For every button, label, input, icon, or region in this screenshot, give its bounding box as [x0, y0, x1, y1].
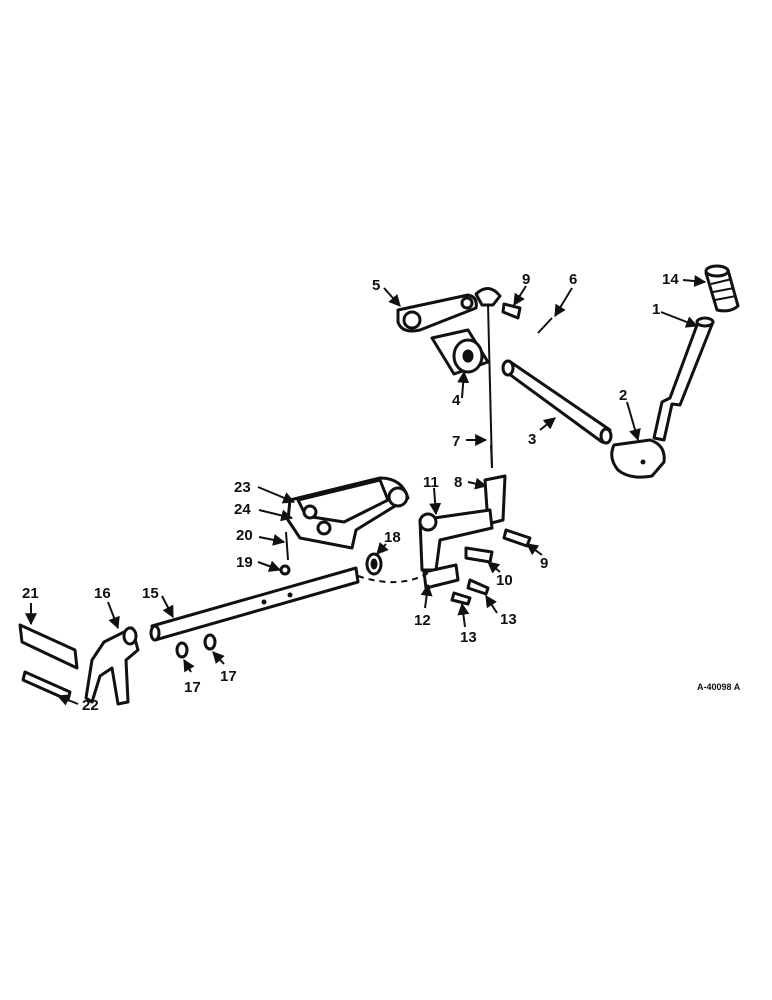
part-spring-pin: [537, 317, 553, 334]
callout-13-right: 13: [500, 611, 517, 628]
callout-18: 18: [384, 529, 401, 546]
callout-17-left: 17: [184, 679, 201, 696]
part-rod: [501, 359, 613, 445]
callout-13-left: 13: [460, 629, 477, 646]
part-rings: [175, 633, 217, 659]
callout-6: 6: [569, 271, 577, 288]
callout-21: 21: [22, 585, 39, 602]
callout-2: 2: [619, 387, 627, 404]
callout-17-right: 17: [220, 668, 237, 685]
callout-24: 24: [234, 501, 251, 518]
part-ball: [279, 564, 291, 576]
callout-16: 16: [94, 585, 111, 602]
part-plate-lower: [21, 670, 72, 702]
assembly-path: [357, 571, 431, 584]
callout-7: 7: [452, 433, 460, 450]
part-washer: [365, 552, 383, 576]
part-shift-lever: [652, 316, 715, 442]
part-bracket: [286, 476, 410, 550]
callout-23: 23: [234, 479, 251, 496]
drawing-code: A-40098 A: [697, 682, 741, 692]
part-bellcrank: [418, 508, 494, 572]
part-knob: [704, 264, 740, 313]
part-control-rod: [474, 287, 502, 469]
part-link: [422, 563, 460, 590]
part-arm: [396, 293, 478, 333]
callout-19: 19: [236, 554, 253, 571]
callout-labels: 1 2 3 4 5 6 7 8 9 9 10 11 12 13 13 14 15…: [22, 271, 741, 714]
callout-4: 4: [452, 392, 461, 409]
callout-20: 20: [236, 527, 253, 544]
part-elbow: [610, 438, 666, 479]
part-bolts: [450, 578, 490, 606]
part-pin: [464, 546, 494, 564]
callout-5: 5: [372, 277, 380, 294]
part-plate-upper: [18, 623, 79, 670]
callout-11: 11: [423, 474, 439, 491]
callout-15: 15: [142, 585, 159, 602]
callout-22: 22: [82, 697, 99, 714]
callout-1: 1: [652, 301, 660, 318]
part-bushing: [430, 328, 490, 376]
callout-3: 3: [528, 431, 536, 448]
leader-lines: [25, 275, 707, 706]
part-shift-rail: [149, 566, 360, 642]
callout-8: 8: [454, 474, 462, 491]
callout-12: 12: [414, 612, 431, 629]
part-pin-upper: [501, 302, 522, 320]
callout-14: 14: [662, 271, 679, 288]
part-spring: [285, 531, 289, 561]
part-shift-fork: [84, 626, 140, 706]
callout-9-lower: 9: [540, 555, 548, 572]
part-pin-lower: [502, 528, 532, 548]
callout-10: 10: [496, 572, 513, 589]
callout-9-upper: 9: [522, 271, 530, 288]
